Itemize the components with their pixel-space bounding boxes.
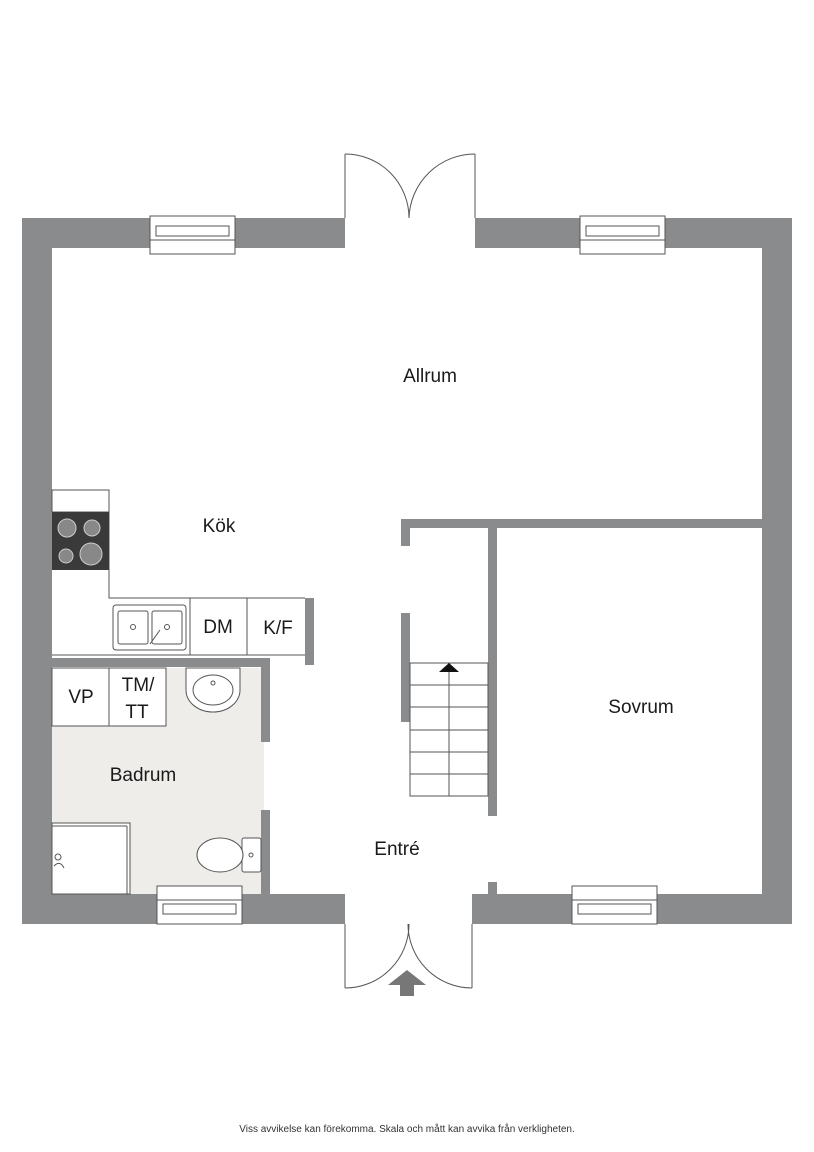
window-bottom-left: [156, 885, 243, 925]
room-label-badrum: Badrum: [110, 765, 177, 786]
door-bottom-double: [344, 923, 473, 989]
exterior-walls: [22, 218, 792, 924]
fixture-label-tt: TT: [125, 702, 149, 723]
room-label-entre: Entré: [374, 839, 419, 860]
room-label-allrum: Allrum: [403, 366, 457, 387]
laundry-units: [51, 667, 167, 727]
double-sink-icon: [112, 604, 187, 651]
window-top-right: [579, 215, 666, 255]
room-label-sovrum: Sovrum: [608, 697, 673, 718]
fixture-label-vp: VP: [68, 687, 93, 708]
washbasin-icon: [185, 667, 241, 713]
stair-direction-arrow-icon: [439, 663, 459, 672]
room-label-kok: Kök: [203, 516, 236, 537]
entrance-arrow-icon: [388, 970, 426, 996]
disclaimer-text: Viss avvikelse kan förekomma. Skala och …: [239, 1124, 575, 1135]
staircase: [409, 662, 489, 797]
window-bottom-right: [571, 885, 658, 925]
fixture-label-dm: DM: [203, 617, 233, 638]
stove-icon: [52, 512, 109, 570]
fixture-label-tm: TM/: [122, 675, 155, 696]
interior-walls: [52, 519, 762, 894]
toilet-icon: [196, 837, 262, 873]
shower-icon: [51, 822, 131, 895]
window-top-left: [149, 215, 236, 255]
fixture-label-kf: K/F: [263, 618, 293, 639]
door-top-double: [344, 153, 476, 219]
